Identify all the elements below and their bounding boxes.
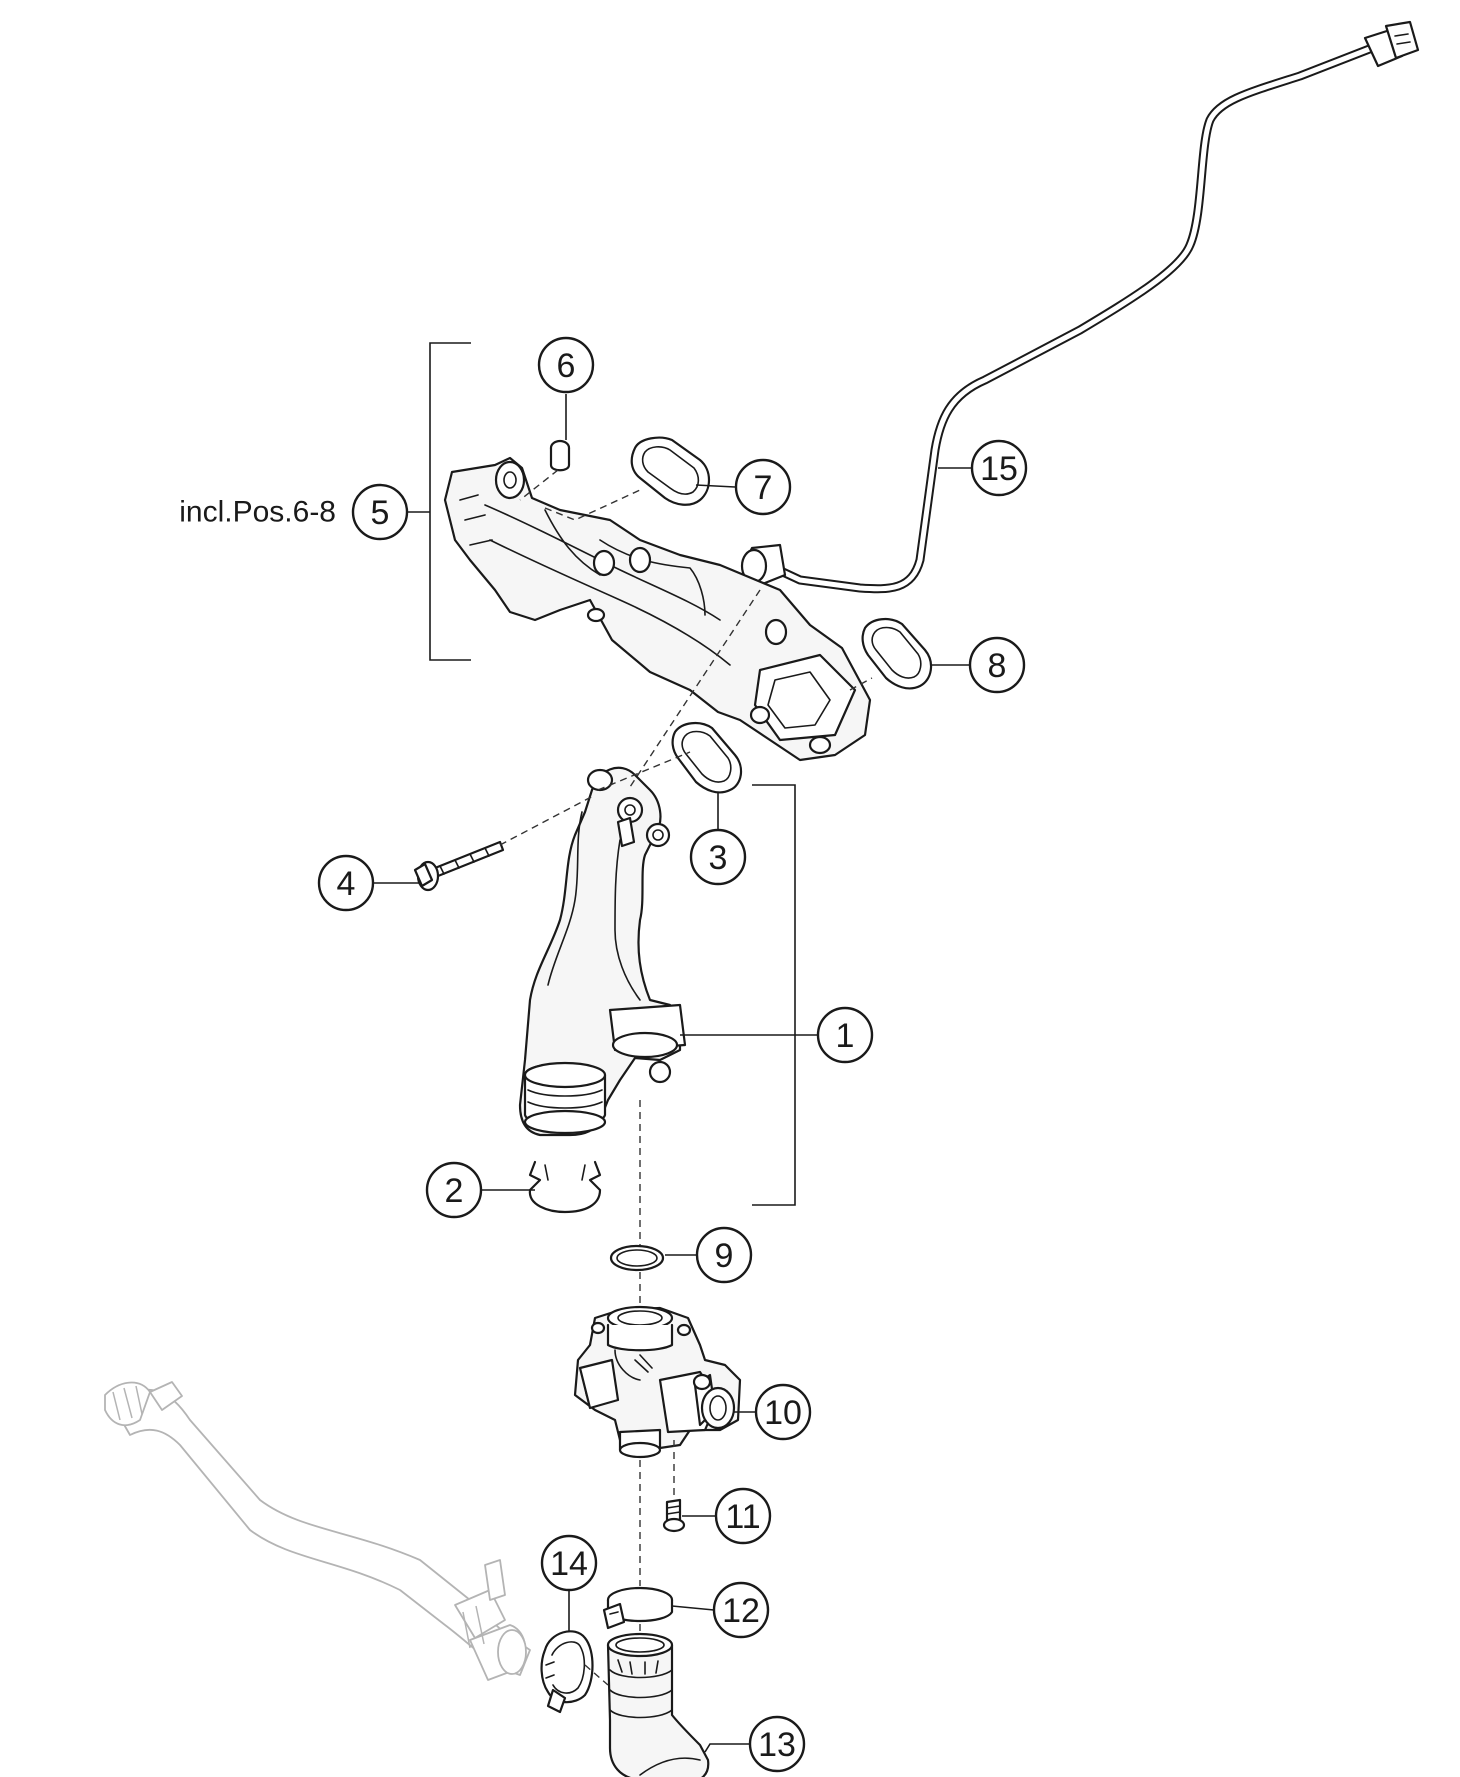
callout-7-label: 7	[754, 469, 773, 507]
gasket-right	[861, 618, 933, 690]
callout-8-label: 8	[988, 647, 1007, 685]
callout-8: 8	[968, 636, 1026, 694]
callout-1-label: 1	[836, 1017, 855, 1055]
callout-14: 14	[540, 1534, 598, 1592]
callout-11-label: 11	[725, 1498, 760, 1536]
brackets	[429, 342, 796, 1206]
thermostat-housing	[518, 766, 687, 1137]
coolant-pipe-assembly	[443, 456, 872, 762]
bracket-assembly-5	[429, 342, 471, 661]
callout-5: 5	[351, 483, 409, 541]
leader-lines	[373, 394, 972, 1753]
callout-15: 15	[970, 439, 1028, 497]
hose-clamp	[602, 1586, 674, 1630]
assembly-note: incl.Pos.6-8	[179, 496, 336, 529]
bracket-assembly-1	[752, 784, 796, 1206]
callout-3: 3	[689, 828, 747, 886]
callout-2-label: 2	[445, 1172, 464, 1210]
reference-hose-ghost	[104, 1381, 531, 1681]
callout-11: 11	[714, 1487, 772, 1545]
callout-6: 6	[537, 336, 595, 394]
callout-12: 12	[712, 1581, 770, 1639]
callout-9-label: 9	[715, 1237, 734, 1275]
callout-1: 1	[816, 1006, 874, 1064]
callout-10: 10	[754, 1383, 812, 1441]
callout-12-label: 12	[722, 1592, 760, 1630]
callout-14-label: 14	[550, 1545, 588, 1583]
screw	[662, 1498, 686, 1533]
gasket-left	[630, 436, 711, 506]
callout-6-label: 6	[557, 347, 576, 385]
sleeve	[549, 439, 571, 472]
callout-7: 7	[734, 458, 792, 516]
callout-15-label: 15	[980, 450, 1018, 488]
callout-5-label: 5	[371, 494, 390, 532]
hose-clamp-small	[540, 1630, 594, 1714]
retaining-clip	[528, 1160, 602, 1214]
gasket-lower	[671, 722, 743, 794]
callout-13: 13	[748, 1715, 806, 1773]
callout-3-label: 3	[709, 839, 728, 877]
callout-4: 4	[317, 854, 375, 912]
coolant-hose-elbow	[606, 1632, 710, 1777]
callout-2: 2	[425, 1161, 483, 1219]
vent-line	[740, 20, 1420, 594]
o-ring	[609, 1244, 665, 1272]
callout-13-label: 13	[758, 1726, 796, 1764]
assembly-lines	[499, 469, 873, 1686]
bolt	[413, 840, 505, 892]
callout-4-label: 4	[337, 865, 356, 903]
valve-housing	[573, 1305, 742, 1459]
callout-9: 9	[695, 1226, 753, 1284]
callout-10-label: 10	[764, 1394, 802, 1432]
